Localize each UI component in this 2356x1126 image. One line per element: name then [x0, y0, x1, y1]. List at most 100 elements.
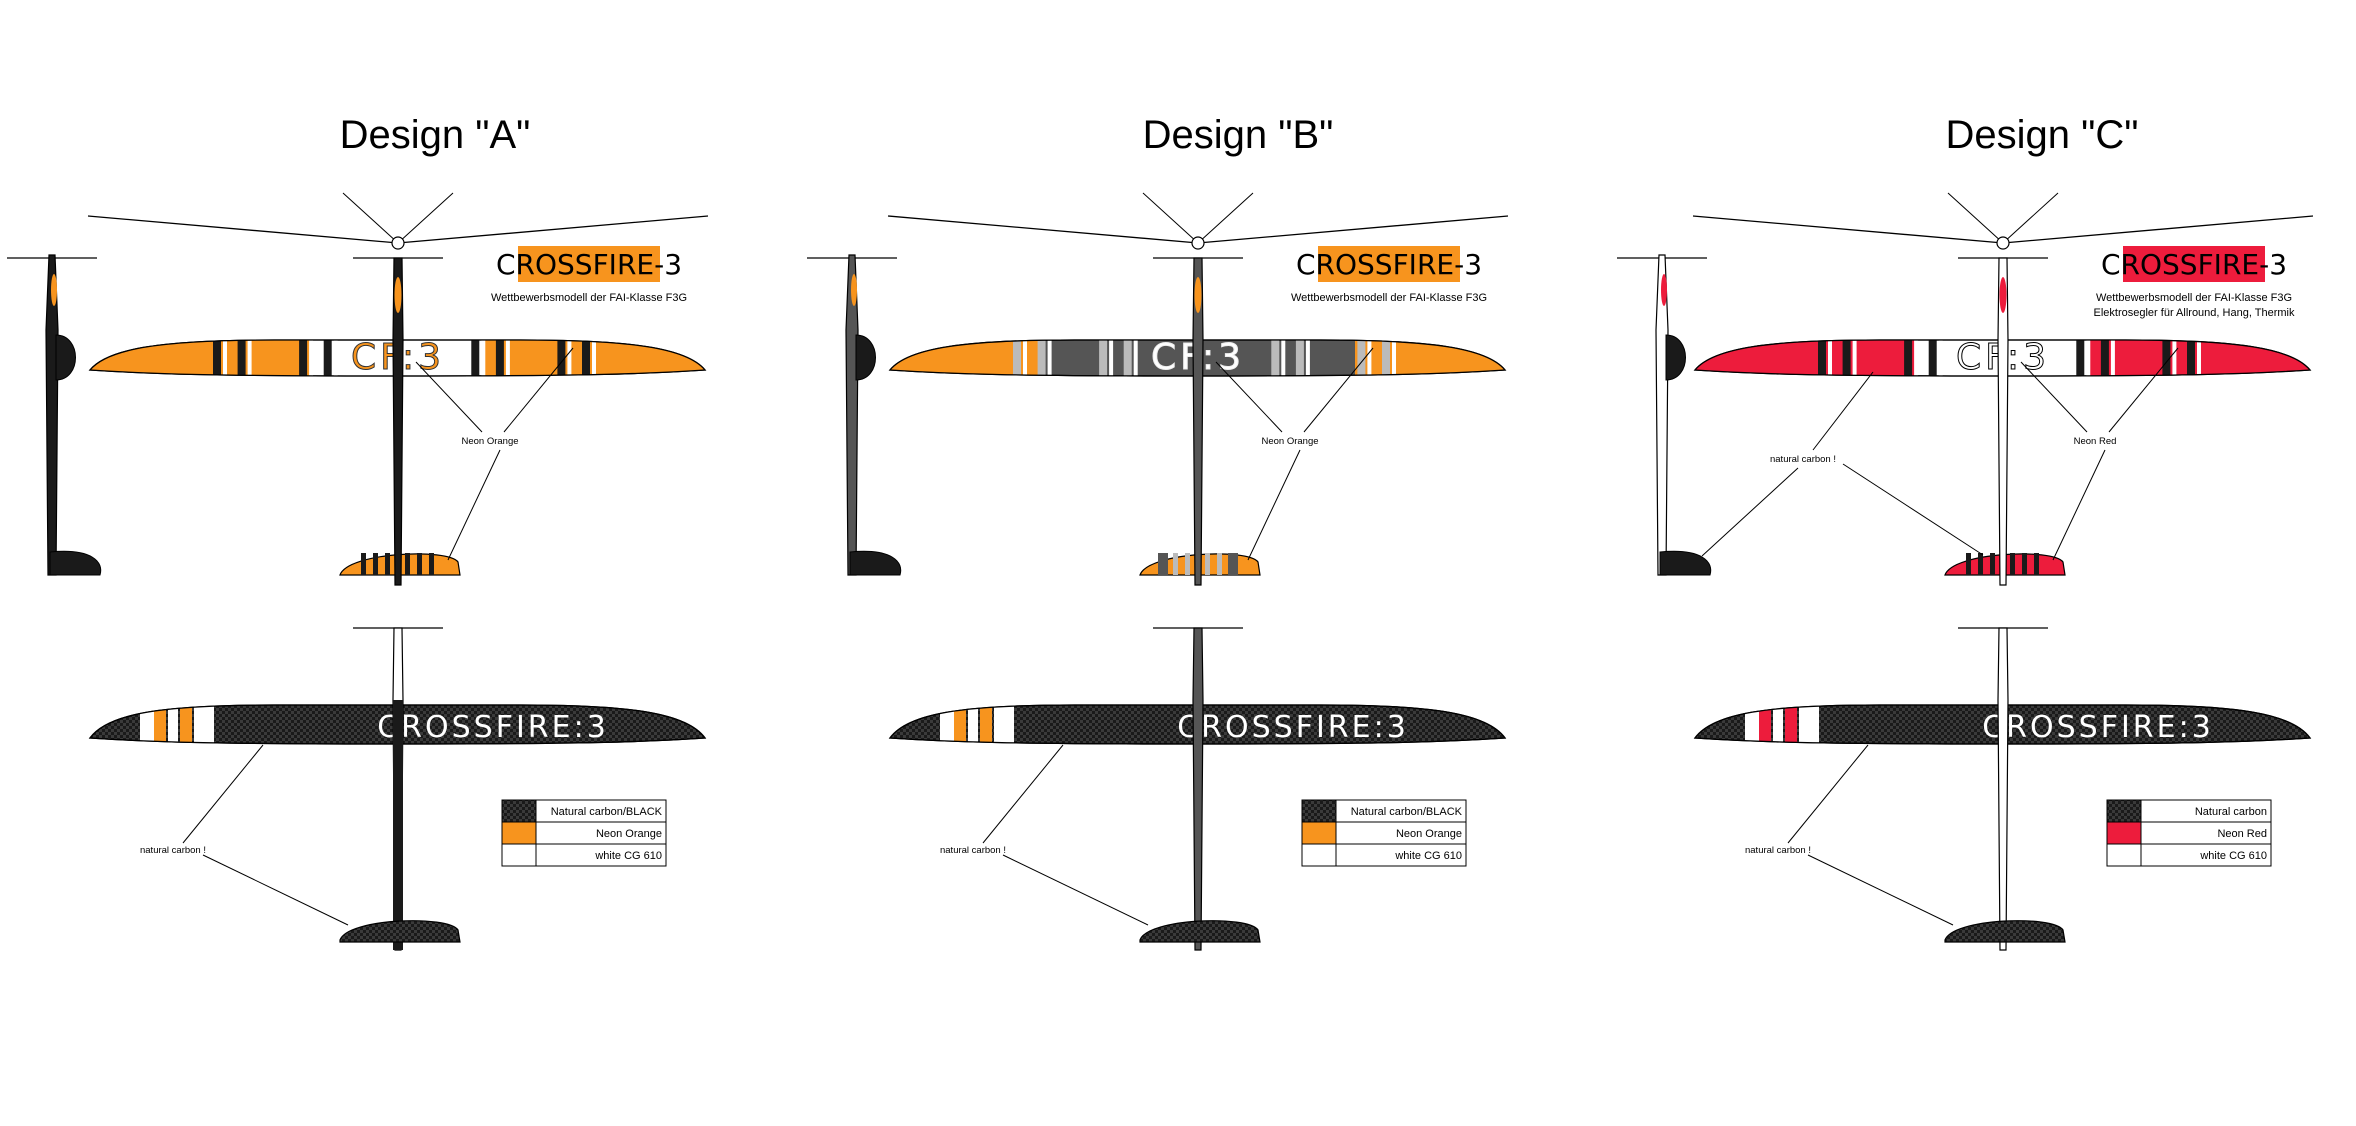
wing-stripe-gap — [505, 340, 510, 376]
legend-swatch — [501, 821, 537, 845]
tail-stripe — [429, 553, 434, 575]
callout-line — [1002, 854, 1149, 926]
callout-line — [503, 347, 574, 433]
bottom-wingtip-stripe — [1799, 705, 1819, 744]
wing-accent-left — [90, 340, 310, 376]
legend-label: Natural carbon — [2195, 806, 2267, 818]
callout-line — [202, 854, 349, 926]
wing-stripe-gap — [1938, 340, 1943, 376]
wing-stripe — [1818, 340, 1826, 376]
front-view — [1692, 192, 2314, 250]
bottom-wing-outline — [888, 704, 1507, 745]
top-view: CF:3 — [1693, 257, 2312, 586]
front-tail-left — [1947, 192, 2004, 244]
wing-stripe-gap — [1023, 340, 1027, 376]
tail-stripe — [361, 553, 366, 575]
side-view — [7, 254, 102, 576]
tail-stripe — [1173, 553, 1178, 575]
bottom-wingtip-stripe — [1745, 705, 1759, 744]
bottom-wingtip-stripe — [954, 705, 966, 744]
top-canopy — [1194, 277, 1202, 313]
bottom-wing-outline — [1693, 704, 2312, 745]
brand-name: CROSSFIRE-3 — [2101, 248, 2287, 281]
wing-stripe — [471, 340, 480, 376]
front-fuselage — [1191, 236, 1205, 250]
wing-stripe-gap — [1392, 340, 1396, 376]
side-fuselage — [1655, 254, 1669, 576]
tail-stripe — [1205, 553, 1210, 575]
wing-stripe — [1099, 340, 1108, 376]
side-fuselage — [845, 254, 859, 576]
design-panel-c: Design "C"CF:3CROSSFIRE-3Wettbewerbsmode… — [1617, 113, 2314, 951]
wing-stripe-gap — [2086, 340, 2091, 376]
wing-stripe-gap — [481, 340, 486, 376]
design-title: Design "B" — [1143, 113, 1334, 157]
wing-stripe-gap — [567, 340, 572, 376]
side-view — [807, 254, 902, 576]
brand-name: CROSSFIRE-3 — [1296, 248, 1482, 281]
bottom-wingtip-stripe — [1759, 705, 1771, 744]
front-tail-right — [1197, 192, 1254, 244]
legend-label: Neon Orange — [596, 828, 662, 840]
bottom-wingtip-stripe — [940, 705, 954, 744]
side-tail — [849, 550, 902, 576]
brand-subtitle: Wettbewerbsmodell der FAI-Klasse F3G — [1291, 292, 1487, 304]
callout-line — [415, 361, 483, 433]
callout-line — [1812, 371, 1874, 451]
legend-label: white CG 610 — [1394, 850, 1462, 862]
legend-swatch — [1301, 821, 1337, 845]
wing-stripe-gap — [247, 340, 252, 376]
wing-stripe-gap — [1367, 340, 1372, 376]
callout-accent-label: Neon Orange — [1261, 436, 1318, 447]
tail-grey-block — [1228, 553, 1238, 575]
tail-stripe — [1217, 553, 1222, 575]
design-panel-a: Design "A"CF:3CROSSFIRE-3Wettbewerbsmode… — [7, 113, 709, 951]
bottom-fuselage-carbon — [393, 700, 403, 950]
side-tail — [1659, 550, 1712, 576]
wing-stripe-gap — [309, 340, 314, 376]
callout-line — [982, 744, 1064, 844]
legend-swatch — [2106, 843, 2142, 867]
wing-stripe-gap — [2197, 340, 2201, 376]
front-tail-right — [397, 192, 454, 244]
side-wing-root — [55, 334, 76, 381]
wing-stripe — [323, 340, 332, 376]
callout-line — [1247, 449, 1301, 561]
callout-line — [2108, 347, 2179, 433]
callout-line — [1303, 347, 1374, 433]
wing-accent-left — [1695, 340, 1915, 376]
side-canopy — [51, 274, 57, 306]
bottom-wing-paint — [940, 705, 1014, 744]
top-fuselage — [1192, 257, 1204, 586]
wing-stripe-gap — [333, 340, 338, 376]
wing-stripe — [1013, 340, 1021, 376]
bottom-wingtip-stripe — [168, 705, 178, 744]
tail-stripe — [1966, 553, 1971, 575]
legend-swatch — [2106, 799, 2142, 823]
brand-subtitle-2: Elektrosegler für Allround, Hang, Thermi… — [2094, 307, 2295, 319]
wing-stripe — [1271, 340, 1280, 376]
callout-accent-label: Neon Orange — [461, 436, 518, 447]
top-wing-outline — [88, 339, 707, 377]
bottom-wingtip-stripe — [994, 705, 1014, 744]
wing-stripe — [2187, 340, 2195, 376]
side-wing-root — [855, 334, 876, 381]
wing-stripe-gap — [1914, 340, 1919, 376]
bottom-wingtip-stripe — [194, 705, 214, 744]
callout-carbon-label: natural carbon ! — [940, 845, 1006, 856]
callout-carbon-label: natural carbon ! — [1745, 845, 1811, 856]
callout-line — [1807, 854, 1954, 926]
brand-subtitle: Wettbewerbsmodell der FAI-Klasse F3G — [491, 292, 687, 304]
bottom-wing-paint — [1745, 705, 1819, 744]
bottom-wing-outline — [88, 704, 707, 745]
bottom-wingtip-stripe — [154, 705, 166, 744]
brand-subtitle: Wettbewerbsmodell der FAI-Klasse F3G — [2096, 292, 2292, 304]
bottom-fuselage — [1997, 627, 2009, 951]
legend-label: Natural carbon/BLACK — [551, 806, 663, 818]
bottom-wordmark: CROSSFIRE:3 — [1177, 710, 1409, 745]
wing-stripe-gap — [1109, 340, 1114, 376]
wing-stripe — [1842, 340, 1851, 376]
